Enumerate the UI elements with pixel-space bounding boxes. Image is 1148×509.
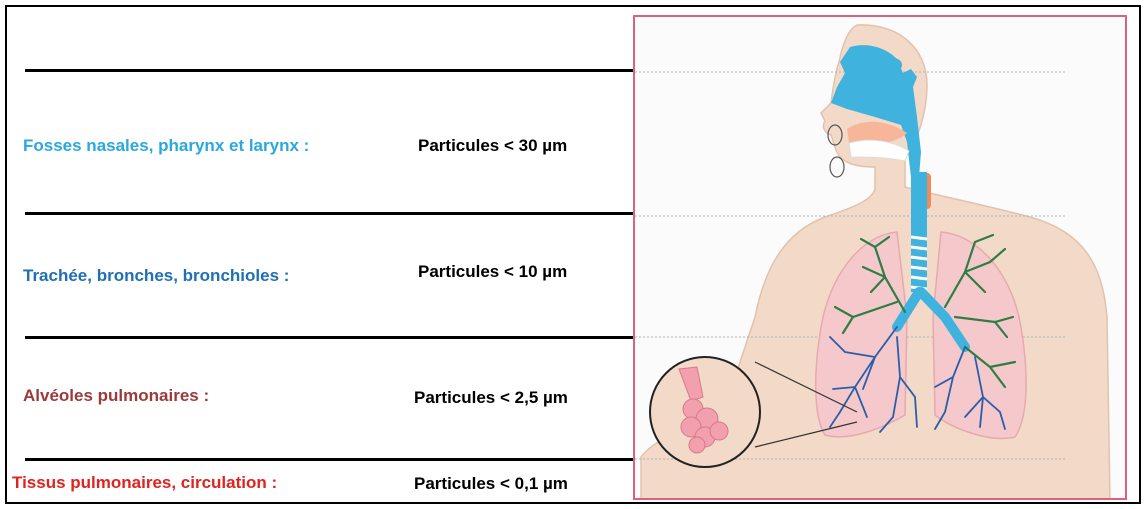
region-trachea-label: Trachée, bronches, bronchioles : xyxy=(23,266,289,286)
region-tissue-label: Tissus pulmonaires, circulation : xyxy=(12,473,277,493)
region-nasal-label: Fosses nasales, pharynx et larynx : xyxy=(23,136,309,156)
size-trachea-label: Particules < 10 µm xyxy=(418,262,567,282)
separator-line-2 xyxy=(25,212,635,215)
region-alveoli-label: Alvéoles pulmonaires : xyxy=(23,386,209,406)
chin-icon xyxy=(830,157,844,177)
respiratory-illustration xyxy=(635,17,1127,500)
separator-line-3 xyxy=(25,336,635,339)
separator-line-4 xyxy=(25,458,635,461)
nasal-concha-icon xyxy=(884,58,902,72)
separator-line-1 xyxy=(25,69,635,72)
size-tissue-label: Particules < 0,1 µm xyxy=(414,474,568,494)
size-alveoli-label: Particules < 2,5 µm xyxy=(414,388,568,408)
trachea-icon xyxy=(911,172,927,292)
size-nasal-label: Particules < 30 µm xyxy=(418,136,567,156)
respiratory-illustration-panel xyxy=(633,15,1127,500)
